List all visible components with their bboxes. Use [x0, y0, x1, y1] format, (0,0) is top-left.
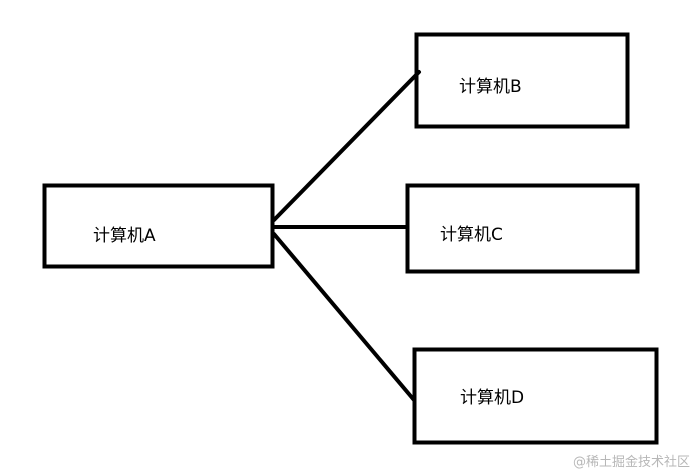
node-b-box — [414, 32, 630, 129]
node-a-box — [42, 183, 275, 269]
node-a-label: 计算机A — [93, 226, 156, 246]
node-c-box — [405, 183, 640, 274]
node-c-label: 计算机C — [440, 225, 503, 245]
node-d-box — [412, 347, 659, 445]
edge-a-to-b — [272, 70, 421, 222]
watermark-text: @稀土掘金技术社区 — [572, 455, 690, 470]
node-b-label: 计算机B — [459, 77, 522, 97]
node-d-label: 计算机D — [460, 388, 525, 408]
edge-a-to-d — [272, 232, 416, 402]
